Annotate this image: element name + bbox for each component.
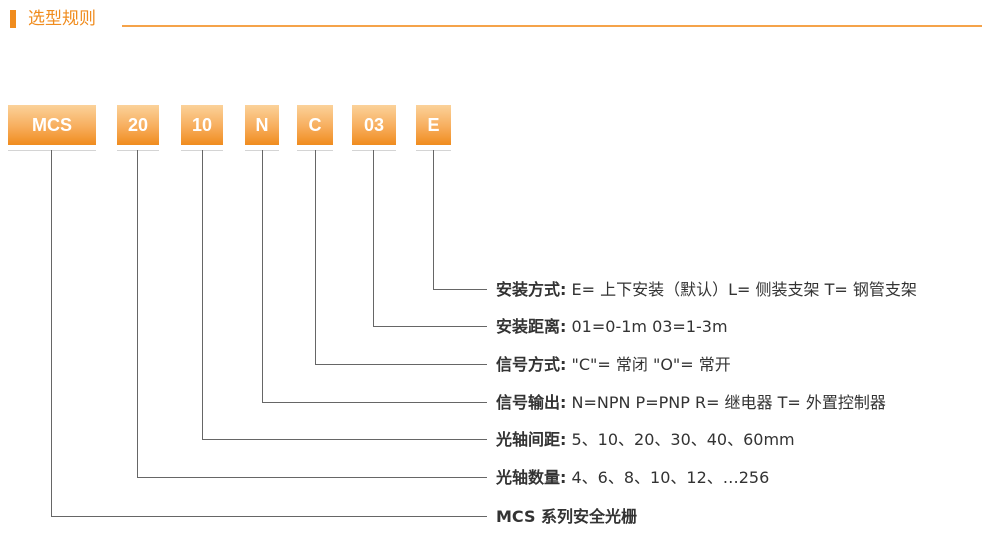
connector-line	[262, 402, 487, 403]
desc-install-mode: 安装方式: E= 上下安装（默认）L= 侧装支架 T= 钢管支架	[496, 278, 917, 302]
connector-line	[137, 477, 487, 478]
connector-line	[433, 289, 487, 290]
connector-line	[202, 439, 487, 440]
code-underline	[8, 150, 96, 151]
connector-line	[262, 150, 263, 402]
desc-label: 安装方式:	[496, 280, 567, 299]
desc-install-distance: 安装距离: 01=0-1m 03=1-3m	[496, 315, 728, 339]
desc-label: 信号输出:	[496, 393, 567, 412]
desc-label: 光轴数量:	[496, 468, 567, 487]
code-box-signal-mode: C	[297, 105, 333, 145]
section-title: 选型规则	[28, 9, 96, 29]
desc-value: "C"= 常闭 "O"= 常开	[566, 355, 731, 374]
connector-line	[373, 326, 487, 327]
code-box-axis-count: 20	[117, 105, 159, 145]
desc-label: 安装距离:	[496, 317, 567, 336]
desc-signal-output: 信号输出: N=NPN P=PNP R= 继电器 T= 外置控制器	[496, 391, 886, 415]
code-box-install-mode: E	[416, 105, 451, 145]
desc-series: MCS 系列安全光栅	[496, 505, 637, 529]
desc-value: N=NPN P=PNP R= 继电器 T= 外置控制器	[566, 393, 886, 412]
code-box-signal-output: N	[245, 105, 279, 145]
header-accent-bar	[10, 10, 16, 28]
connector-line	[433, 150, 434, 289]
connector-line	[373, 150, 374, 326]
desc-value: 4、6、8、10、12、…256	[566, 468, 770, 487]
desc-label: 光轴间距:	[496, 430, 567, 449]
desc-signal-mode: 信号方式: "C"= 常闭 "O"= 常开	[496, 353, 731, 377]
desc-label: 信号方式:	[496, 355, 567, 374]
code-box-series: MCS	[8, 105, 96, 145]
code-box-install-distance: 03	[352, 105, 396, 145]
desc-label: MCS 系列安全光栅	[496, 507, 638, 526]
connector-line	[137, 150, 138, 477]
desc-value: E= 上下安装（默认）L= 侧装支架 T= 钢管支架	[566, 280, 917, 299]
connector-line	[51, 150, 52, 516]
connector-line	[51, 516, 487, 517]
code-box-axis-spacing: 10	[181, 105, 223, 145]
desc-value: 01=0-1m 03=1-3m	[566, 317, 728, 336]
desc-value: 5、10、20、30、40、60mm	[566, 430, 795, 449]
connector-line	[315, 150, 316, 364]
connector-line	[315, 364, 487, 365]
header-divider	[122, 25, 982, 27]
connector-line	[202, 150, 203, 439]
code-underline	[117, 150, 159, 151]
code-underline	[352, 150, 396, 151]
desc-axis-spacing: 光轴间距: 5、10、20、30、40、60mm	[496, 428, 795, 452]
desc-axis-count: 光轴数量: 4、6、8、10、12、…256	[496, 466, 769, 490]
